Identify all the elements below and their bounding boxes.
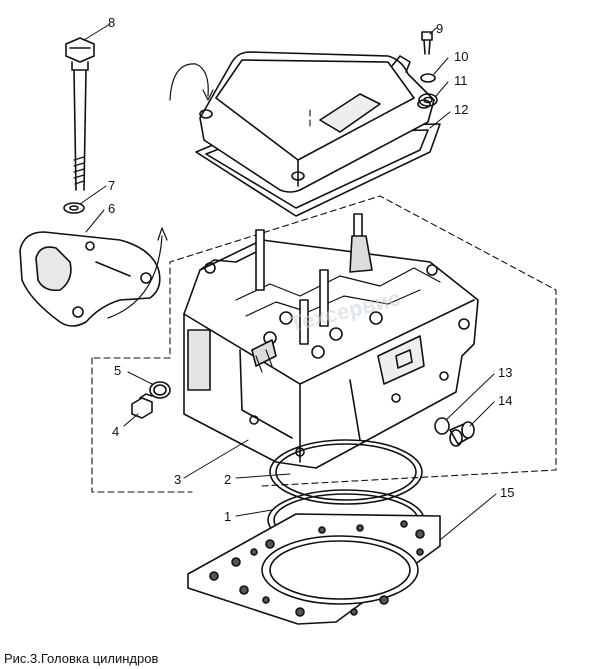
washer-10 <box>420 73 436 83</box>
callout-7: 7 <box>108 178 115 193</box>
cover-bolt-9 <box>421 31 433 55</box>
callout-1: 1 <box>224 509 231 524</box>
leader-lines <box>79 23 497 541</box>
ring-13 <box>434 417 450 435</box>
callout-10: 10 <box>454 49 468 64</box>
callout-11: 11 <box>454 73 468 88</box>
callout-6: 6 <box>108 201 115 216</box>
callout-8: 8 <box>108 15 115 30</box>
dashed-assembly-outline <box>91 195 557 493</box>
callout-13: 13 <box>498 365 512 380</box>
callout-2: 2 <box>224 472 231 487</box>
callout-4: 4 <box>112 424 119 439</box>
plug-4 <box>131 393 153 419</box>
assembly-arrow-upper <box>169 63 209 101</box>
callout-5: 5 <box>114 363 121 378</box>
seal-ring-5 <box>149 381 171 399</box>
bracket-6 <box>19 231 161 327</box>
rocker-cover <box>199 51 435 193</box>
callout-15: 15 <box>500 485 514 500</box>
ring-11 <box>418 93 438 107</box>
stud-bolt-8 <box>65 37 95 191</box>
callout-9: 9 <box>436 21 443 36</box>
callout-12: 12 <box>454 102 468 117</box>
figure-caption: Рис.3.Головка цилиндров <box>4 651 158 666</box>
cylinder-head-3 <box>183 213 479 469</box>
plug-14 <box>449 421 475 447</box>
callout-14: 14 <box>498 393 512 408</box>
washer-7 <box>63 202 85 214</box>
assembly-arrow-lower <box>107 235 163 319</box>
head-gasket-15 <box>187 513 441 625</box>
sealing-ring-2 <box>269 439 423 505</box>
callout-3: 3 <box>174 472 181 487</box>
